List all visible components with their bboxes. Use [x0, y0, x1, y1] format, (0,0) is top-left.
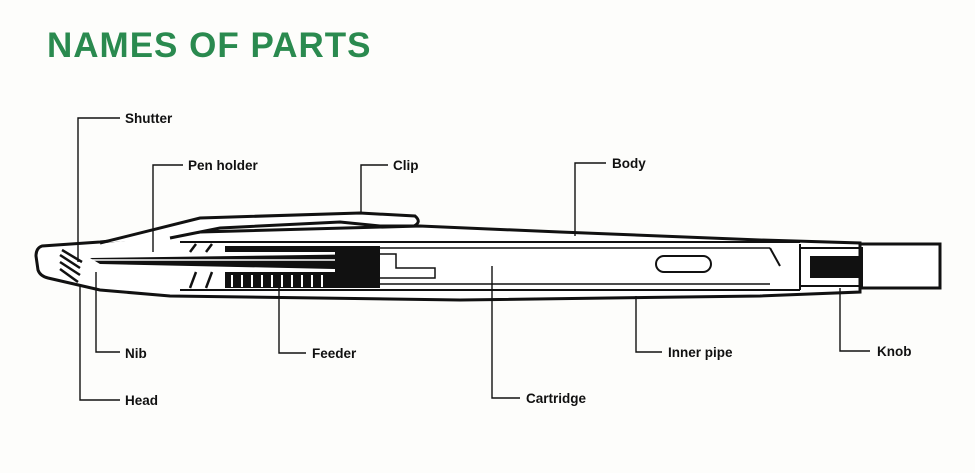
clip-shape: [99, 211, 420, 245]
label-cartridge: Cartridge: [526, 391, 587, 406]
knob-shape: [858, 242, 942, 290]
label-head: Head: [125, 393, 158, 408]
page-title: NAMES OF PARTS: [47, 26, 372, 65]
label-feeder: Feeder: [312, 346, 357, 361]
leader-lines: [77, 117, 870, 401]
label-shutter: Shutter: [125, 111, 173, 126]
label-pen-holder: Pen holder: [188, 158, 259, 173]
pen-illustration: [34, 211, 942, 302]
label-nib: Nib: [125, 346, 147, 361]
label-knob: Knob: [877, 344, 912, 359]
label-inner-pipe: Inner pipe: [668, 345, 733, 360]
label-clip: Clip: [393, 158, 419, 173]
label-body: Body: [612, 156, 646, 171]
